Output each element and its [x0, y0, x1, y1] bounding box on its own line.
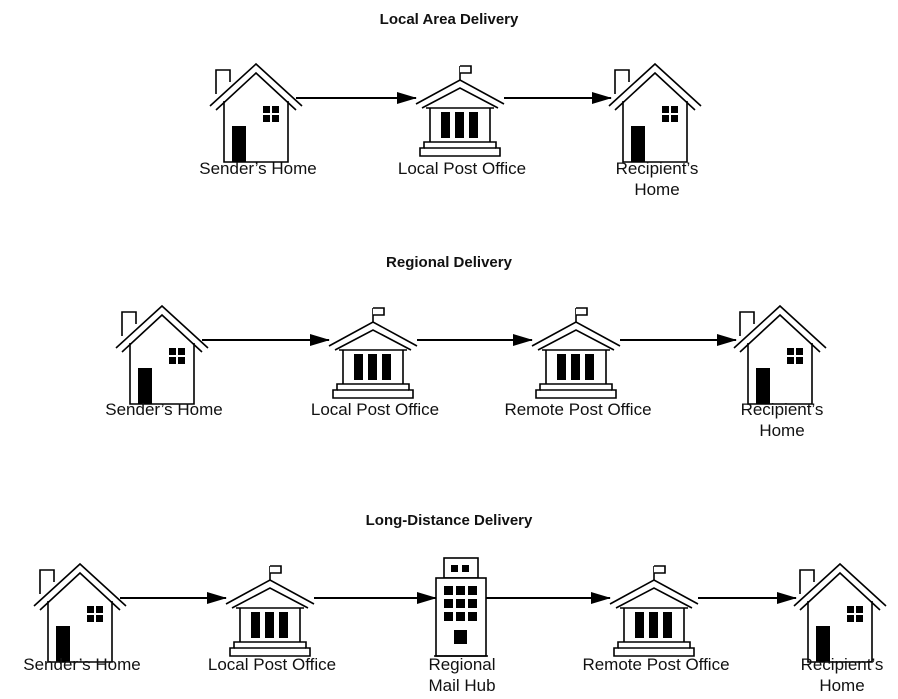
node-label: Sender’s Home: [23, 655, 141, 674]
post-office-node: Local Post Office: [208, 565, 336, 674]
house-icon: [209, 62, 303, 163]
node-label: Home: [634, 180, 679, 199]
row-title: Regional Delivery: [386, 254, 513, 271]
house-icon: [793, 562, 887, 663]
node-label: Local Post Office: [398, 159, 526, 178]
house-node: Sender’s Home: [105, 304, 223, 419]
node-label: Regional: [428, 655, 495, 674]
node-label: Recipient’s: [616, 159, 699, 178]
row-title: Local Area Delivery: [380, 11, 519, 28]
house-node: Sender’s Home: [199, 62, 317, 178]
house-icon: [115, 304, 209, 405]
house-icon: [733, 304, 827, 405]
node-label: Sender’s Home: [105, 400, 223, 419]
node-label: Local Post Office: [311, 400, 439, 419]
post-office-node: Remote Post Office: [504, 307, 652, 419]
post-office-node: Remote Post Office: [582, 565, 730, 674]
node-label: Sender’s Home: [199, 159, 317, 178]
house-icon: [608, 62, 702, 163]
node-label: Home: [819, 676, 864, 695]
post-office-icon: [609, 565, 699, 657]
mail-hub-icon: [434, 557, 488, 657]
post-office-icon: [328, 307, 418, 399]
node-label: Home: [759, 421, 804, 440]
node-label: Local Post Office: [208, 655, 336, 674]
post-office-node: Local Post Office: [311, 307, 439, 419]
node-label: Recipient’s: [741, 400, 824, 419]
post-office-icon: [415, 65, 505, 157]
house-icon: [33, 562, 127, 663]
house-node: Sender’s Home: [23, 562, 141, 674]
node-label: Remote Post Office: [582, 655, 729, 674]
post-office-node: Local Post Office: [398, 65, 526, 178]
row-title: Long-Distance Delivery: [366, 512, 533, 529]
node-label: Recipient’s: [801, 655, 884, 674]
post-office-icon: [225, 565, 315, 657]
post-office-icon: [531, 307, 621, 399]
node-label: Remote Post Office: [504, 400, 651, 419]
node-label: Mail Hub: [428, 676, 495, 695]
